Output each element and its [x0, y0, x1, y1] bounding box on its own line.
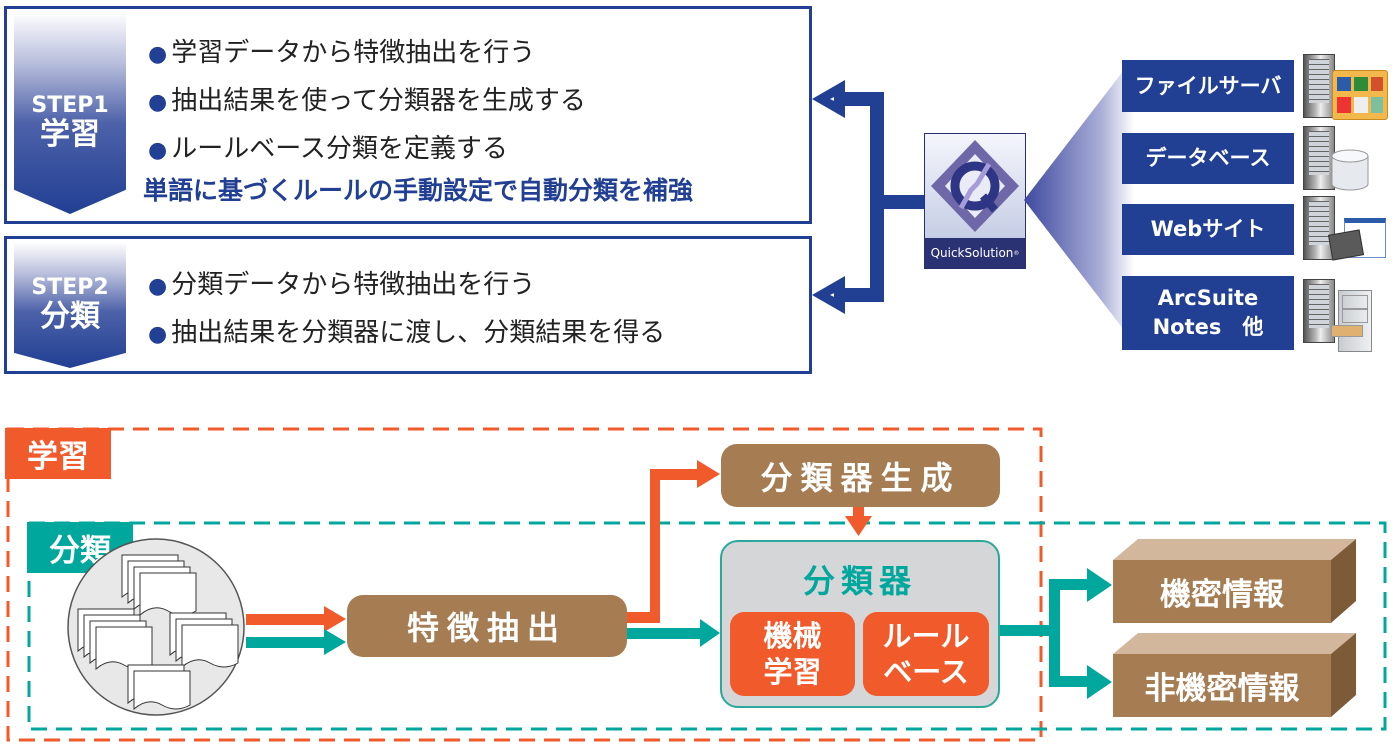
step2-box	[4, 236, 812, 374]
classification-frame	[27, 521, 1387, 731]
source-arcsuite-notes: ArcSuite Notes 他	[1122, 276, 1294, 350]
step1-label: STEP1	[31, 93, 109, 118]
classifier-generation-box: 分類器生成	[721, 444, 1000, 507]
machine-learning-box: 機械 学習	[730, 612, 855, 696]
arrow-to-step2	[812, 276, 845, 314]
documents-circle	[67, 538, 245, 716]
crate-3d-edges	[1113, 539, 1356, 623]
step1-ribbon: STEP1 学習	[14, 12, 126, 214]
learning-tag: 学習	[5, 428, 111, 479]
source-database: データベース	[1122, 133, 1294, 184]
feature-extraction-box: 特徴抽出	[347, 595, 627, 657]
step1-bullet: 抽出結果を使って分類器を生成する	[148, 80, 586, 117]
arrow-to-outputs	[1000, 568, 1112, 699]
step-connector-arrows	[812, 80, 940, 314]
step2-ribbon: STEP2 分類	[14, 242, 126, 368]
confidential-label: 機密情報	[1113, 560, 1331, 623]
file-cabinet-icon	[1331, 290, 1372, 352]
source-file-server: ファイルサーバ	[1122, 60, 1294, 112]
step2-title: 分類	[40, 299, 100, 334]
step1-bullet: 学習データから特徴抽出を行う	[148, 32, 535, 69]
step2-bullet: 分類データから特徴抽出を行う	[148, 264, 535, 301]
server-icon	[1303, 54, 1335, 118]
non-confidential-label: 非機密情報	[1113, 654, 1331, 717]
server-icon	[1303, 279, 1335, 343]
server-icon	[1303, 126, 1335, 190]
quicksolution-emblem-icon	[931, 140, 1019, 232]
arrow-extraction-to-classifier	[626, 619, 720, 647]
classifier-title: 分類器	[802, 562, 917, 600]
arrow-learning-input	[246, 606, 346, 632]
quicksolution-logo: QuickSolution®	[924, 133, 1026, 269]
confidential-output: 機密情報	[1113, 537, 1356, 623]
data-source-fan	[1024, 70, 1134, 330]
document-stack-icon	[77, 608, 153, 671]
server-icon	[1303, 196, 1335, 260]
arrow-to-classifier	[845, 496, 872, 536]
step1-emphasis: 単語に基づくルールの手動設定で自動分類を補強	[143, 176, 694, 205]
quicksolution-label: QuickSolution®	[925, 238, 1025, 268]
arrow-to-classifier-generation	[626, 460, 720, 623]
flow-frames	[6, 427, 1387, 742]
document-stack-icon	[169, 612, 239, 669]
crate-3d-edges	[1113, 633, 1356, 717]
learning-frame	[6, 427, 1043, 742]
document-stack-icon	[127, 664, 191, 711]
step1-title: 学習	[40, 117, 100, 152]
flow-arrows	[246, 460, 1112, 699]
step2-bullet: 抽出結果を分類器に渡し、分類結果を得る	[148, 312, 665, 349]
non-confidential-output: 非機密情報	[1113, 631, 1356, 717]
arrow-classify-input	[246, 629, 346, 655]
step1-bullet: ルールベース分類を定義する	[148, 128, 508, 165]
connector-line	[834, 92, 940, 302]
rule-based-box: ルール ベース	[863, 612, 989, 696]
database-cylinder-icon	[1331, 149, 1369, 191]
office-files-icon	[1332, 70, 1388, 120]
document-stack-icon	[121, 554, 197, 617]
step2-label: STEP2	[31, 275, 109, 300]
arrow-to-step1	[812, 80, 845, 118]
source-website: Webサイト	[1122, 204, 1294, 255]
